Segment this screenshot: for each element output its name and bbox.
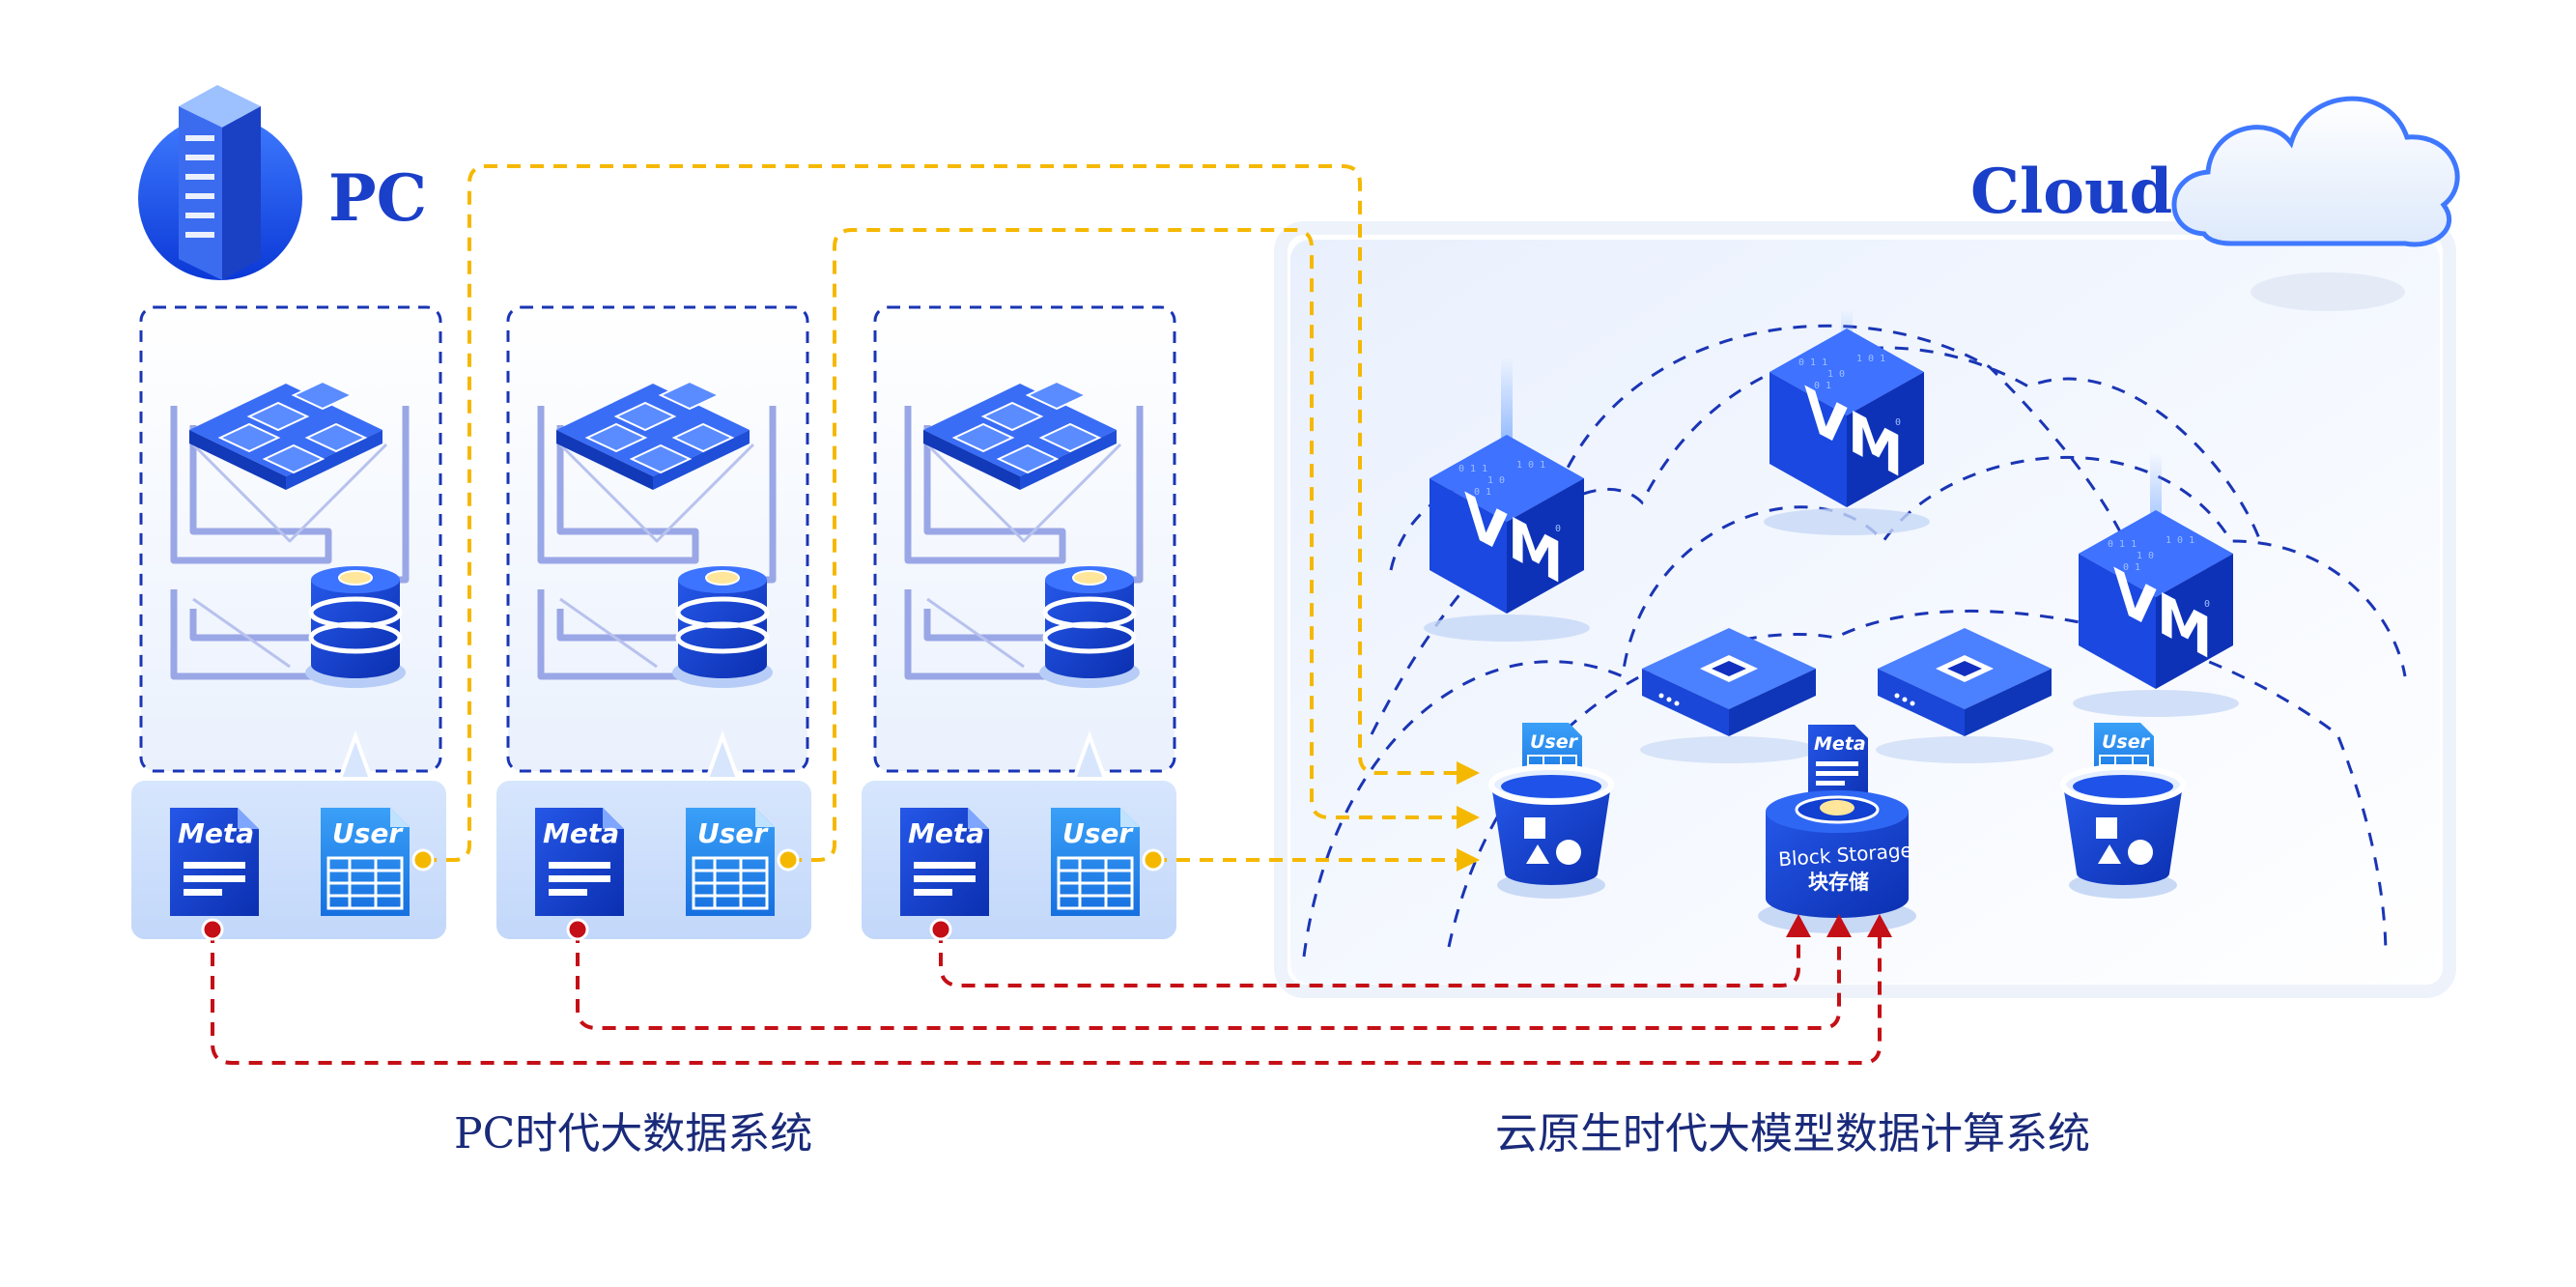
pc-header: PC — [132, 85, 427, 286]
svg-text:Meta: Meta — [1814, 733, 1866, 755]
cloud-icon — [2171, 96, 2460, 311]
user-table-icon: User — [684, 806, 777, 918]
database-icon — [305, 566, 406, 688]
pc-cluster-1 — [139, 305, 442, 773]
user-flow-2 — [788, 228, 1458, 862]
meta-document-icon: Meta — [535, 808, 624, 916]
pc-data-panels: Meta User Meta User Meta — [127, 730, 1180, 943]
svg-text:User: User — [2102, 731, 2151, 753]
pc-cluster-3 — [873, 305, 1176, 773]
vm-cube-icon: VM — [2073, 452, 2239, 717]
meta-data-flows — [211, 930, 1882, 1065]
cloud-header: Cloud — [1970, 96, 2460, 311]
user-data-flows — [423, 164, 1458, 862]
database-icon — [672, 566, 773, 688]
object-bucket-icon — [2063, 767, 2183, 899]
block-storage-label-zh: 块存储 — [1808, 871, 1869, 894]
block-storage-icon: Block Storage 块存储 — [1758, 790, 1916, 933]
user-table-icon: User — [1521, 722, 1583, 791]
pc-cluster-2 — [506, 305, 809, 773]
user-table-icon: User — [2093, 722, 2155, 791]
meta-flow-2 — [576, 930, 1841, 1030]
data-panel-3: Meta User — [858, 730, 1180, 943]
svg-text:Meta: Meta — [543, 817, 619, 849]
meta-flow-1 — [939, 930, 1800, 987]
vm-cube-icon: VM — [1424, 358, 1590, 642]
svg-text:User: User — [697, 817, 769, 849]
data-panel-1: Meta User — [127, 730, 450, 943]
object-bucket-left: User — [1491, 722, 1611, 899]
svg-text:Meta: Meta — [908, 817, 984, 849]
meta-flow-3 — [211, 930, 1882, 1065]
meta-document-icon: Meta — [1808, 725, 1868, 812]
user-table-icon: User — [1049, 806, 1142, 918]
svg-text:User: User — [1530, 731, 1579, 753]
meta-document-icon: Meta — [170, 808, 259, 916]
pc-title: PC — [328, 160, 427, 236]
server-rack-icon — [179, 85, 261, 280]
svg-text:User: User — [332, 817, 404, 849]
vm-cube-icon: VM — [1764, 309, 1930, 535]
vm-instances: VM VM VM — [1424, 309, 2239, 717]
meta-flow-markers — [201, 914, 1892, 941]
object-bucket-icon — [1491, 767, 1611, 899]
cloud-title: Cloud — [1970, 156, 2172, 228]
user-flow-1 — [423, 164, 1458, 862]
caption-cloud-era: 云原生时代大模型数据计算系统 — [1495, 1109, 2090, 1158]
user-flow-markers — [411, 761, 1480, 872]
pc-clusters — [139, 305, 1176, 773]
database-icon — [1039, 566, 1140, 688]
user-table-icon: User — [319, 806, 411, 918]
object-bucket-right: User — [2063, 722, 2183, 899]
svg-text:User: User — [1062, 817, 1134, 849]
caption-pc-era: PC时代大数据系统 — [454, 1109, 812, 1158]
meta-document-icon: Meta — [900, 808, 989, 916]
svg-text:Meta: Meta — [178, 817, 254, 849]
data-panel-2: Meta User — [493, 730, 815, 943]
